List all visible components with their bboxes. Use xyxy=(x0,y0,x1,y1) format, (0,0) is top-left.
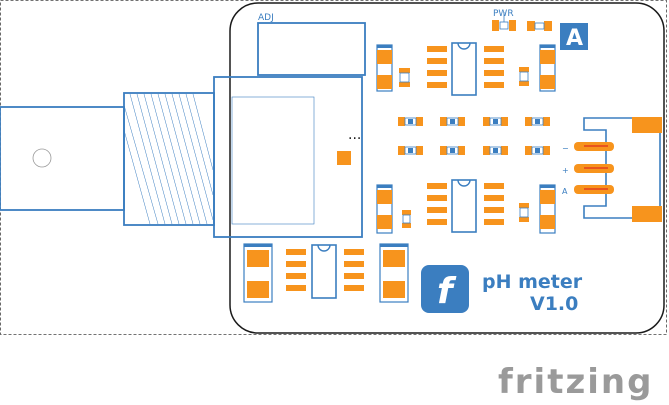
cap-upper-left xyxy=(376,44,393,92)
connector-dots: ... xyxy=(348,127,361,143)
bnc-connector xyxy=(0,76,363,238)
ic-lower xyxy=(427,179,504,233)
fedora-f-icon: f xyxy=(437,271,457,312)
cap-upper-right xyxy=(539,44,556,92)
adj-label: ADJ xyxy=(258,13,274,23)
board-title: pH meter xyxy=(482,271,583,293)
cap-lower-right xyxy=(539,184,556,234)
smd-small-upper-right xyxy=(519,67,529,86)
adj-potentiometer xyxy=(257,22,366,76)
board-logo: f xyxy=(421,265,469,313)
variant-badge xyxy=(560,23,588,50)
smd-small-lower-right xyxy=(519,203,529,222)
smd-small-lower-left xyxy=(402,210,411,228)
pin-label-plus: + xyxy=(562,166,569,175)
cap-bottom-left xyxy=(243,243,273,303)
resistor-row-1 xyxy=(398,117,550,126)
fritzing-wordmark: fritzing xyxy=(498,362,653,402)
pwr-label: PWR xyxy=(493,9,514,19)
variant-label: A xyxy=(566,26,583,51)
smd-small-upper-left xyxy=(399,68,410,87)
ic-upper xyxy=(427,42,504,96)
ic-bottom xyxy=(286,244,364,299)
cap-lower-left xyxy=(376,184,393,234)
cap-bottom-right xyxy=(379,243,409,303)
pin-label-a: A xyxy=(562,187,568,196)
bnc-pad xyxy=(337,151,351,165)
header-connector xyxy=(574,117,662,222)
pin-label-minus: − xyxy=(562,144,569,153)
board-version: V1.0 xyxy=(530,293,578,315)
smd-resistor-top-right xyxy=(527,21,552,31)
pwr-led xyxy=(492,12,516,31)
resistor-row-2 xyxy=(398,146,550,155)
